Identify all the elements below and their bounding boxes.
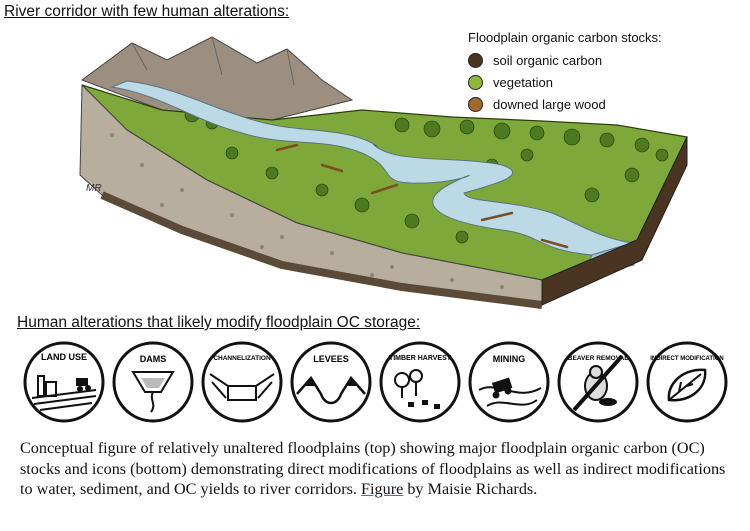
legend-item-soil: soil organic carbon [468,49,738,71]
legend-item-vegetation: vegetation [468,71,738,93]
channelization-icon: CHANNELIZATION [201,341,283,423]
artist-signature: MR [86,183,102,194]
vegetation-swatch-icon [468,74,483,90]
land-use-icon: LAND USE [23,341,105,423]
icon-label: MINING [493,354,526,364]
legend-item-wood: downed large wood [468,93,738,115]
legend-label: soil organic carbon [493,52,603,68]
legend-label: downed large wood [493,96,606,112]
indirect-modification-icon: INDIRECT MODIFICATION [646,341,728,423]
figure-link[interactable]: Figure [361,480,404,498]
figure-caption: Conceptual figure of relatively unaltere… [20,438,735,500]
legend-title: Floodplain organic carbon stocks: [468,30,662,45]
icon-label: CHANNELIZATION [213,355,271,362]
icon-label: LAND USE [41,352,87,362]
caption-credit: by Maisie Richards. [403,480,538,498]
beaver-removal-icon: BEAVER REMOVAL [557,341,639,423]
timber-harvest-icon: TIMBER HARVEST [379,341,461,423]
levees-icon: LEVEES [290,341,372,423]
soil-swatch-icon [468,52,483,68]
top-heading: River corridor with few human alteration… [4,3,290,20]
dams-icon: DAMS [112,341,194,423]
icon-label: INDIRECT MODIFICATION [650,356,724,362]
mining-icon: MINING [468,341,550,423]
floodplain-block-diagram [79,36,688,309]
legend-label: vegetation [493,74,553,90]
icon-label: BEAVER REMOVAL [568,355,628,362]
icon-label: DAMS [140,354,167,364]
bottom-heading: Human alterations that likely modify flo… [17,314,421,331]
icon-label: TIMBER HARVEST [389,355,452,362]
wood-swatch-icon [468,96,483,112]
icon-label: LEVEES [313,354,349,364]
human-alteration-icons: LAND USE DAMS CHANNELIZATION LEVEES TIMB… [22,340,728,424]
caption-text: Conceptual figure of relatively unaltere… [20,439,726,498]
carbon-stocks-legend: Floodplain organic carbon stocks: soil o… [468,30,738,115]
